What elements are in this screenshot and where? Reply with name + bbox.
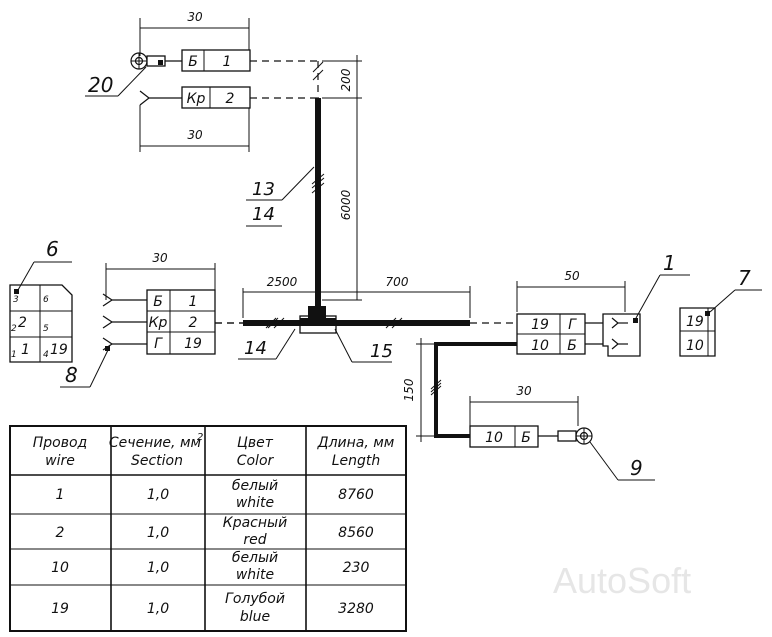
block-7: 19 10 7: [679, 266, 762, 357]
wire-color-label: Г: [154, 336, 163, 352]
table-cell: 10: [51, 560, 69, 576]
table-cell: белый: [232, 478, 278, 494]
callout-6: 6: [46, 237, 59, 261]
left-assembly: 30 Б 1 Кр 2 Г 19 8: [60, 251, 243, 388]
table-cell: Красный: [223, 515, 287, 531]
connector-8: [146, 289, 216, 355]
table-cell: red: [243, 532, 266, 548]
wire-table: Провод wire Сечение, мм 2 Section Цвет C…: [9, 425, 407, 632]
table-cell: blue: [240, 609, 270, 625]
table-cell: 1,0: [147, 487, 169, 503]
pin-number: 1: [11, 350, 17, 360]
dim-700: 700: [386, 275, 409, 289]
plug-housing: [602, 313, 641, 357]
dim-30-lower: 30: [187, 128, 203, 142]
pin-number: 5: [43, 324, 49, 334]
wire-number-label: 19: [184, 336, 202, 352]
wire-color-label: Кр: [149, 315, 168, 331]
table-cell: white: [236, 567, 274, 583]
block-6: 3 6 2 5 1 4 2 1 19 6: [9, 237, 73, 363]
table-header: Сечение, мм: [109, 435, 202, 451]
table-header-superscript: 2: [197, 432, 203, 443]
dim-50: 50: [564, 269, 580, 283]
callout-15: 15: [370, 341, 393, 362]
table-header: Провод: [33, 435, 87, 451]
dim-6000: 6000: [339, 189, 353, 220]
dim-30-left: 30: [152, 251, 168, 265]
pin-number: 6: [43, 295, 49, 305]
wire-color-label: Б: [567, 338, 577, 354]
wire-color-label: Г: [568, 317, 577, 333]
table-cell: 8560: [338, 525, 374, 541]
wire-number-label: 1: [189, 294, 198, 310]
wire-color-label: Б: [188, 54, 198, 70]
table-header: wire: [45, 453, 75, 469]
wire-color-label: Б: [521, 430, 531, 446]
table-header: Длина, мм: [317, 435, 395, 451]
pin-number: 3: [13, 295, 19, 305]
dim-200: 200: [339, 68, 353, 91]
pin-number: 4: [43, 350, 49, 360]
table-header: Section: [131, 453, 183, 469]
pin-wire: 2: [18, 315, 27, 331]
table-cell: 2: [56, 525, 65, 541]
wire-number-label: 19: [531, 317, 549, 333]
table-cell: Голубой: [225, 591, 285, 607]
callout-20: 20: [88, 73, 113, 97]
table-cell: white: [236, 495, 274, 511]
top-assembly: 30 Б 1 Кр 2 30 20: [85, 10, 318, 152]
wire-number-label: 10: [531, 338, 549, 354]
callout-14-upper: 14: [252, 204, 275, 225]
table-cell: 1,0: [147, 525, 169, 541]
right-assembly: 50 19 Г 10 Б 1: [516, 251, 690, 357]
watermark: AutoSoft: [553, 560, 691, 601]
wire-number-label: 1: [223, 54, 232, 70]
callout-8: 8: [65, 363, 78, 387]
pin-wire: 1: [21, 342, 30, 358]
callout-13: 13: [252, 179, 275, 200]
pin-wire: 10: [686, 338, 704, 354]
wire-number-label: 2: [226, 91, 235, 107]
table-header: Color: [237, 453, 275, 469]
wire-color-label: Кр: [187, 91, 206, 107]
callout-14-lower: 14: [244, 338, 267, 359]
table-cell: белый: [232, 550, 278, 566]
dim-30-top: 30: [187, 10, 203, 24]
table-header: Length: [332, 453, 381, 469]
dim-30-right: 30: [516, 384, 532, 398]
horizontal-trunk: 2500 700 14 15: [215, 275, 517, 363]
vertical-trunk: 200 6000 13 14: [246, 55, 362, 318]
table-cell: 1,0: [147, 601, 169, 617]
table-cell: 8760: [338, 487, 374, 503]
branch-assembly: 150 30 10 Б 9: [402, 338, 655, 481]
wire-number-label: 10: [485, 430, 503, 446]
callout-1: 1: [663, 251, 676, 275]
pin-number: 2: [11, 324, 17, 334]
pin-wire: 19: [686, 314, 704, 330]
table-cell: 1,0: [147, 560, 169, 576]
dim-150: 150: [402, 378, 416, 401]
pin-wire: 19: [50, 342, 68, 358]
table-cell: 3280: [338, 601, 374, 617]
dim-2500: 2500: [267, 275, 298, 289]
wire-color-label: Б: [153, 294, 163, 310]
table-header: Цвет: [237, 435, 274, 451]
table-cell: 230: [343, 560, 370, 576]
callout-7: 7: [738, 266, 751, 290]
table-cell: 19: [51, 601, 69, 617]
callout-9: 9: [630, 456, 643, 480]
table-cell: 1: [56, 487, 65, 503]
wire-number-label: 2: [189, 315, 198, 331]
